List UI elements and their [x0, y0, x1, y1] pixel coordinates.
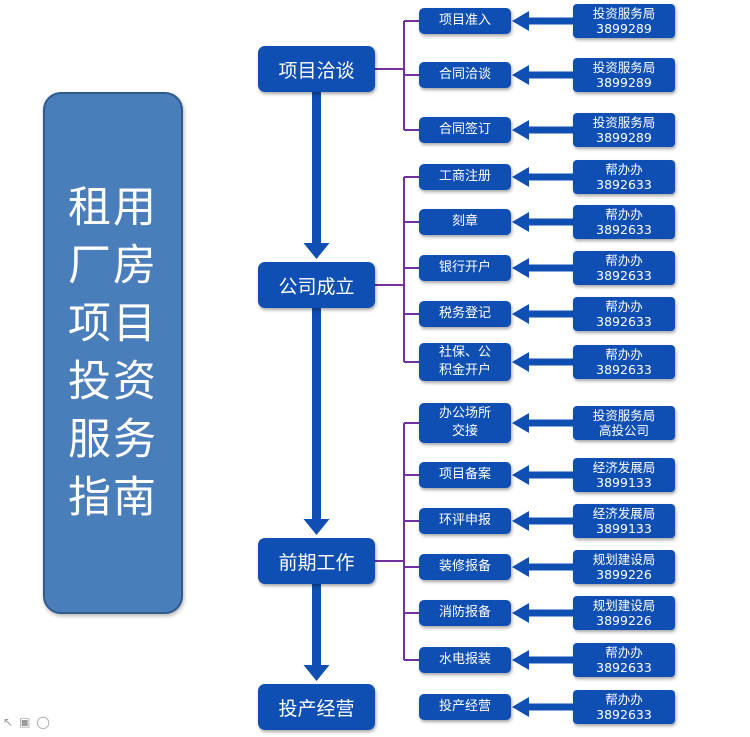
stage-box: 前期工作 — [258, 538, 375, 584]
office-arrow-head — [512, 65, 529, 85]
office-arrow-head — [512, 511, 529, 531]
office-arrow-head — [512, 465, 529, 485]
office-arrow-head — [512, 352, 529, 372]
step-box: 投产经营 — [419, 694, 511, 720]
office-arrow-head — [512, 603, 529, 623]
step-box: 水电报装 — [419, 647, 511, 673]
recorder-icon[interactable]: ◯ — [36, 715, 50, 729]
step-box: 消防报备 — [419, 600, 511, 626]
stage-box: 投产经营 — [258, 684, 375, 730]
office-box: 投资服务局 3899289 — [573, 113, 675, 147]
office-box: 帮办办 3892633 — [573, 690, 675, 724]
step-box: 银行开户 — [419, 255, 511, 281]
office-box: 帮办办 3892633 — [573, 345, 675, 379]
step-box: 工商注册 — [419, 164, 511, 190]
office-arrow-head — [512, 258, 529, 278]
office-box: 帮办办 3892633 — [573, 297, 675, 331]
step-box: 税务登记 — [419, 301, 511, 327]
flow-arrow-head — [303, 243, 330, 259]
flow-arrow-head — [303, 519, 330, 535]
step-box: 刻章 — [419, 209, 511, 235]
office-arrow-head — [512, 413, 529, 433]
office-box: 帮办办 3892633 — [573, 251, 675, 285]
office-box: 帮办办 3892633 — [573, 643, 675, 677]
office-arrow-head — [512, 11, 529, 31]
stage-box: 公司成立 — [258, 262, 375, 308]
office-box: 投资服务局 高投公司 — [573, 406, 675, 440]
bottom-toolbar: ↖ ▣ ◯ — [3, 715, 50, 733]
step-box: 环评申报 — [419, 508, 511, 534]
office-arrow-head — [512, 557, 529, 577]
office-arrow-head — [512, 697, 529, 717]
step-box: 合同签订 — [419, 117, 511, 143]
step-box: 项目备案 — [419, 462, 511, 488]
step-box: 办公场所 交接 — [419, 403, 511, 443]
office-box: 规划建设局 3899226 — [573, 596, 675, 630]
office-arrow-head — [512, 650, 529, 670]
guide-title: 租用厂房项目投资服务指南 — [68, 183, 158, 523]
step-box: 合同洽谈 — [419, 62, 511, 88]
office-box: 投资服务局 3899289 — [573, 4, 675, 38]
office-box: 规划建设局 3899226 — [573, 550, 675, 584]
office-arrow-head — [512, 167, 529, 187]
office-arrow-head — [512, 212, 529, 232]
step-box: 装修报备 — [419, 554, 511, 580]
cursor-icon[interactable]: ↖ — [3, 715, 14, 729]
office-box: 经济发展局 3899133 — [573, 504, 675, 538]
office-box: 投资服务局 3899289 — [573, 58, 675, 92]
office-box: 经济发展局 3899133 — [573, 458, 675, 492]
step-box: 项目准入 — [419, 8, 511, 34]
title-box: 租用厂房项目投资服务指南 — [43, 92, 183, 614]
office-arrow-head — [512, 120, 529, 140]
step-box: 社保、公 积金开户 — [419, 343, 511, 381]
office-box: 帮办办 3892633 — [573, 205, 675, 239]
camera-icon[interactable]: ▣ — [19, 715, 31, 729]
stage-box: 项目洽谈 — [258, 46, 375, 92]
flow-arrow-head — [303, 665, 330, 681]
office-arrow-head — [512, 304, 529, 324]
office-box: 帮办办 3892633 — [573, 160, 675, 194]
